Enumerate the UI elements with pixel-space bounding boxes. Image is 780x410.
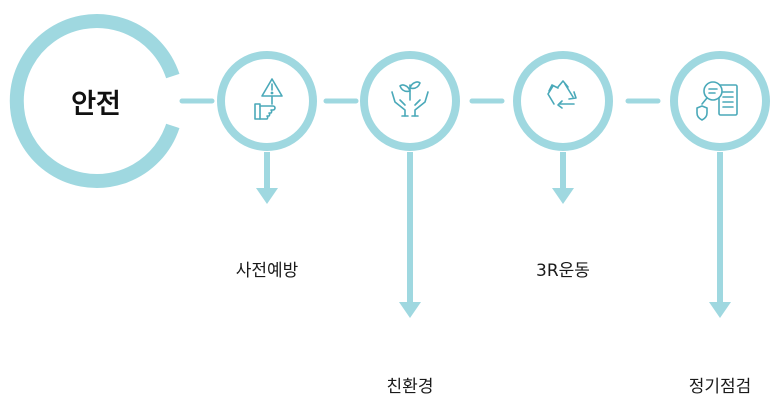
step-node-2	[360, 51, 460, 318]
step-node-4	[670, 51, 770, 318]
magnifier-checklist-icon	[696, 81, 738, 121]
hand-holding-warning-sign-icon	[254, 78, 283, 120]
hands-holding-plant-icon	[391, 81, 429, 117]
main-title: 안전	[71, 89, 121, 120]
step-node-1	[217, 51, 317, 204]
recycle-icon	[547, 80, 577, 109]
step-label-3: 3R운동	[536, 261, 590, 281]
main-ring	[9, 14, 180, 188]
step-label-1: 사전예방	[235, 261, 299, 281]
step-label-2: 친환경	[386, 377, 434, 397]
step-node-3	[513, 51, 613, 204]
step-label-4: 정기점검	[688, 377, 752, 397]
